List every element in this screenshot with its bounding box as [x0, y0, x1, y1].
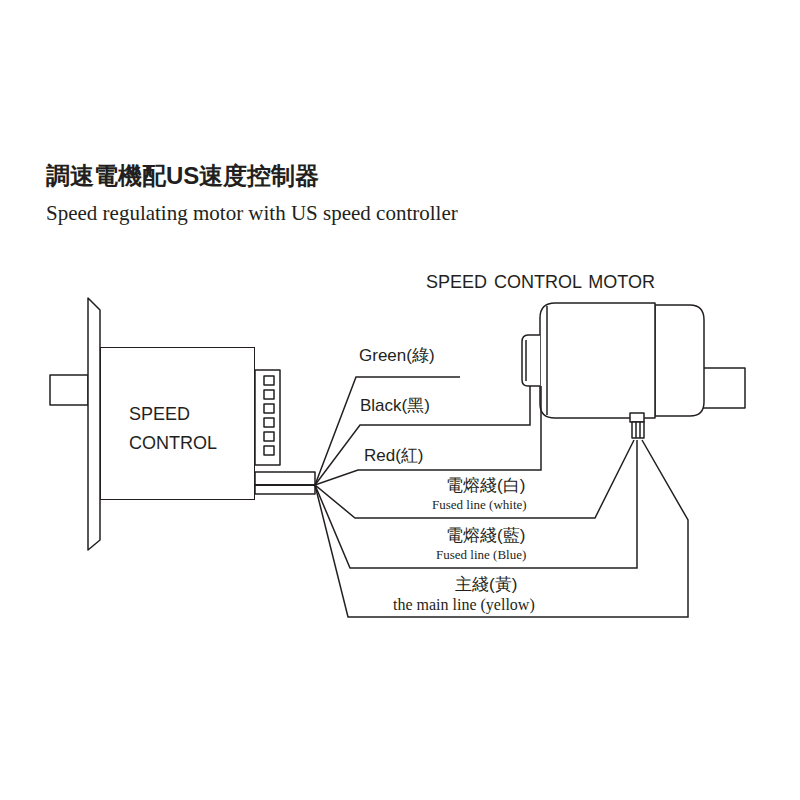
motor-terminal [630, 413, 644, 422]
cable [255, 472, 315, 494]
terminal-bumps [264, 376, 274, 455]
controller-flange [88, 298, 100, 550]
controller-box: SPEED CONTROL [100, 347, 255, 500]
capacitor [522, 335, 540, 386]
motor-heading: SPEED CONTROL MOTOR [426, 272, 732, 293]
capacitor-edge [525, 340, 527, 381]
terminal-strip [255, 370, 280, 465]
wire-note: the main line (yellow) [393, 596, 535, 614]
wire-label: 電熔綫(白) [446, 476, 525, 496]
wire-label: Red(紅) [364, 446, 424, 466]
wire [255, 440, 634, 518]
terminal-bump [264, 376, 274, 385]
motor-edge [546, 306, 548, 415]
box-label: SPEED CONTROL [129, 400, 239, 458]
terminal-bump [264, 390, 274, 399]
terminal-bump [264, 446, 274, 455]
wire [255, 440, 688, 617]
wire-label: Green(綠) [359, 346, 435, 366]
wire [255, 440, 637, 568]
green-wire [315, 377, 460, 485]
motor-terminal-block [632, 422, 644, 438]
title: 調速電機配US速度控制器 [46, 162, 319, 190]
wire-label: Black(黑) [360, 396, 430, 416]
wire-label: 主綫(黃) [455, 575, 517, 595]
motor-back [655, 305, 704, 416]
terminal-divider [635, 422, 637, 438]
terminal-bump [264, 404, 274, 413]
terminal-bump [264, 432, 274, 441]
motor-body [540, 303, 655, 418]
motor-node: SPEED CONTROL MOTOR [426, 270, 732, 440]
controller-shaft [50, 375, 88, 405]
wire [255, 386, 541, 485]
wire-note: Fused line (Blue) [436, 548, 526, 563]
terminal-divider [639, 422, 641, 438]
wire-note: Fused line (white) [432, 498, 527, 513]
subtitle: Speed regulating motor with US speed con… [46, 201, 458, 225]
wire-label: 電熔綫(藍) [446, 526, 525, 546]
terminal-bump [264, 418, 274, 427]
motor-shaft [700, 368, 745, 408]
